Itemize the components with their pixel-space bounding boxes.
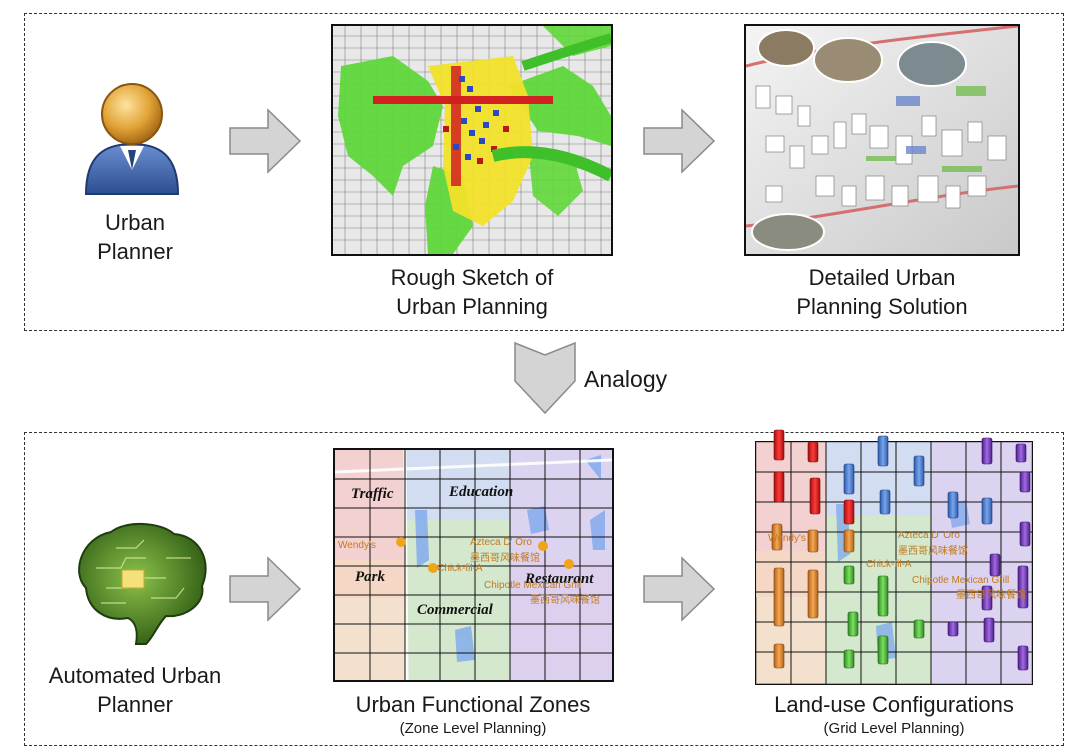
shield-arrow-down-icon (513, 341, 577, 415)
poi-chipotle: Chipotle Mexican Grill (484, 580, 582, 591)
poi-chickfila: Chick-fil-A (437, 563, 483, 574)
poi-chickfila-grid: Chick-fil-A (866, 559, 912, 570)
poi-wendys: Wendy's (338, 540, 376, 551)
land-use-grid-map (744, 426, 1044, 688)
grid-level-sublabel: (Grid Level Planning) (823, 720, 965, 737)
urban-planner-label: Urban Planner (97, 210, 173, 264)
functional-zones-map (333, 448, 614, 682)
rough-sketch-map-image (331, 24, 613, 256)
poi-wendys-grid: Wendy's (768, 533, 806, 544)
arrow-right-icon (642, 556, 716, 622)
zone-label-restaurant: Restaurant (525, 571, 594, 587)
arrow-right-icon (228, 108, 302, 174)
arrow-right-icon (642, 108, 716, 174)
zone-label-commercial: Commercial (417, 602, 493, 618)
zone-label-education: Education (449, 484, 514, 500)
poi-azteca-cn: 墨西哥风味餐馆 (470, 553, 540, 564)
analogy-label: Analogy (584, 366, 668, 392)
zone-level-sublabel: (Zone Level Planning) (399, 720, 547, 737)
detailed-city-3d-image (744, 24, 1020, 256)
rough-sketch-label: Rough Sketch of Urban Planning (390, 265, 554, 319)
poi-azteca: Azteca D' Oro (470, 537, 532, 548)
zone-label-park: Park (355, 569, 385, 585)
poi-azteca-cn-grid: 墨西哥风味餐馆 (898, 546, 968, 557)
land-use-label: Land-use Configurations (774, 692, 1014, 717)
top-panel (24, 13, 1064, 331)
poi-chipotle-grid: Chipotle Mexican Grill (912, 575, 1010, 586)
detailed-solution-label: Detailed Urban Planning Solution (796, 265, 968, 319)
automated-planner-label: Automated Urban Planner (48, 663, 222, 717)
person-icon (78, 78, 186, 196)
arrow-right-icon (228, 556, 302, 622)
bottom-panel (24, 432, 1064, 746)
poi-chipotle-cn-grid: 墨西哥风味餐馆 (956, 590, 1026, 601)
brain-circuit-icon (66, 518, 212, 646)
poi-chipotle-cn: 墨西哥风味餐馆 (530, 595, 600, 606)
zone-label-traffic: Traffic (351, 486, 394, 502)
functional-zones-label: Urban Functional Zones (355, 692, 591, 717)
poi-azteca-grid: Azteca D' Oro (898, 530, 960, 541)
